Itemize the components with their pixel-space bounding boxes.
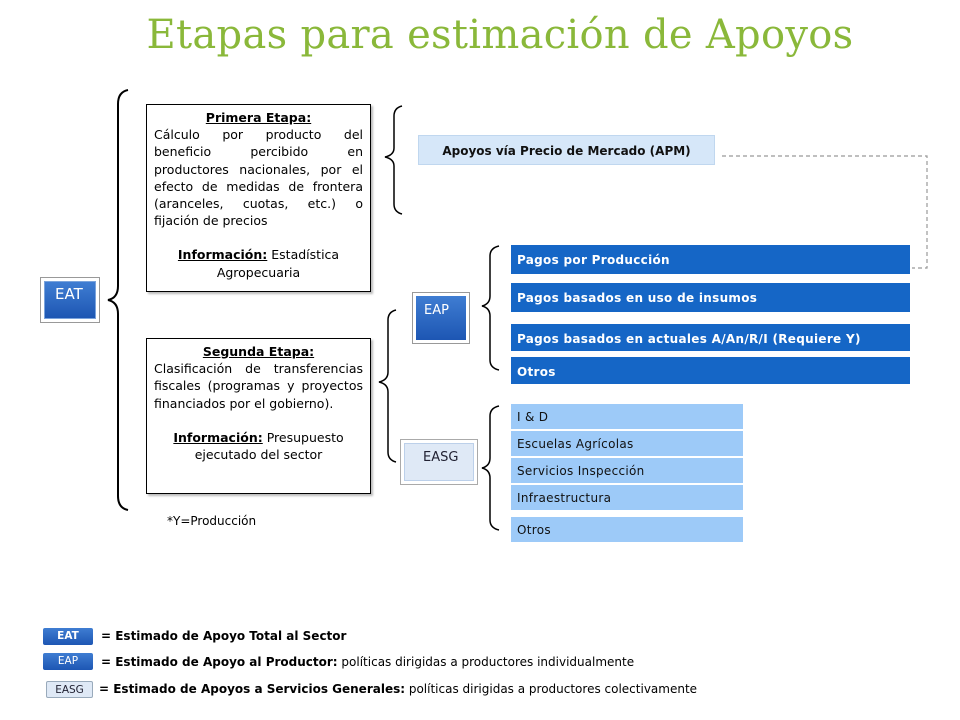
legend-eap-bold: = Estimado de Apoyo al Productor: xyxy=(101,655,338,669)
page-title: Etapas para estimación de Apoyos xyxy=(146,12,854,58)
eap-item-pagos-insumos: Pagos basados en uso de insumos xyxy=(511,283,910,312)
legend-eap-badge: EAP xyxy=(43,653,93,670)
eap-node: EAP xyxy=(412,292,470,344)
easg-item-otros: Otros xyxy=(511,517,743,542)
legend-easg-badge: EASG xyxy=(46,681,93,698)
stage1-heading: Primera Etapa: xyxy=(205,110,312,125)
apm-brace xyxy=(384,105,403,215)
eap-brace xyxy=(481,245,500,371)
stage2-box: Segunda Etapa: Clasificación de transfer… xyxy=(146,338,371,494)
main-brace xyxy=(107,89,129,511)
eap-item-pagos-actuales: Pagos basados en actuales A/An/R/I (Requ… xyxy=(511,324,910,351)
easg-item-escuelas: Escuelas Agrícolas xyxy=(511,431,743,456)
easg-node: EASG xyxy=(400,439,478,485)
legend-easg-bold: = Estimado de Apoyos a Servicios General… xyxy=(99,682,406,696)
stage2-brace xyxy=(378,309,397,463)
legend-eat-text: = Estimado de Apoyo Total al Sector xyxy=(101,629,346,643)
legend-eat-badge: EAT xyxy=(43,628,93,645)
apm-dashed-link xyxy=(722,155,928,269)
apm-bar: Apoyos vía Precio de Mercado (APM) xyxy=(418,135,715,165)
stage2-info-label: Información: xyxy=(173,429,263,445)
legend-easg-text: = Estimado de Apoyos a Servicios General… xyxy=(99,682,697,696)
footnote: *Y=Producción xyxy=(167,514,257,528)
legend-easg-rest: políticas dirigidas a productores colect… xyxy=(405,682,698,696)
easg-item-servicios: Servicios Inspección xyxy=(511,458,743,483)
eap-item-pagos-produccion: Pagos por Producción xyxy=(511,245,910,274)
eap-node-label: EAP xyxy=(416,296,466,340)
stage2-info-text: Presupuesto ejecutado del sector xyxy=(194,429,344,463)
easg-item-id: I & D xyxy=(511,404,743,429)
eat-node-label: EAT xyxy=(44,281,96,319)
easg-node-label: EASG xyxy=(404,443,474,481)
legend-eap-text: = Estimado de Apoyo al Productor: políti… xyxy=(101,655,634,669)
stage1-box: Primera Etapa: Cálculo por producto del … xyxy=(146,104,371,292)
stage2-heading: Segunda Etapa: xyxy=(202,344,315,359)
stage1-body: Cálculo por producto del beneficio perci… xyxy=(154,127,363,229)
stage2-body: Clasificación de transferencias fiscales… xyxy=(154,361,363,411)
legend-eat-bold: = Estimado de Apoyo Total al Sector xyxy=(101,629,347,643)
stage1-info-label: Información: xyxy=(177,247,268,263)
stage2-info: Información: Presupuesto ejecutado del s… xyxy=(154,429,363,463)
stage1-info: Información: Estadística Agropecuaria xyxy=(154,246,363,280)
legend-eap-rest: políticas dirigidas a productores indivi… xyxy=(337,655,635,669)
eap-item-otros: Otros xyxy=(511,357,910,384)
stage1-info-text: Estadística Agropecuaria xyxy=(216,247,340,280)
eat-node: EAT xyxy=(40,277,100,323)
easg-brace xyxy=(481,405,500,531)
easg-item-infraestructura: Infraestructura xyxy=(511,485,743,510)
